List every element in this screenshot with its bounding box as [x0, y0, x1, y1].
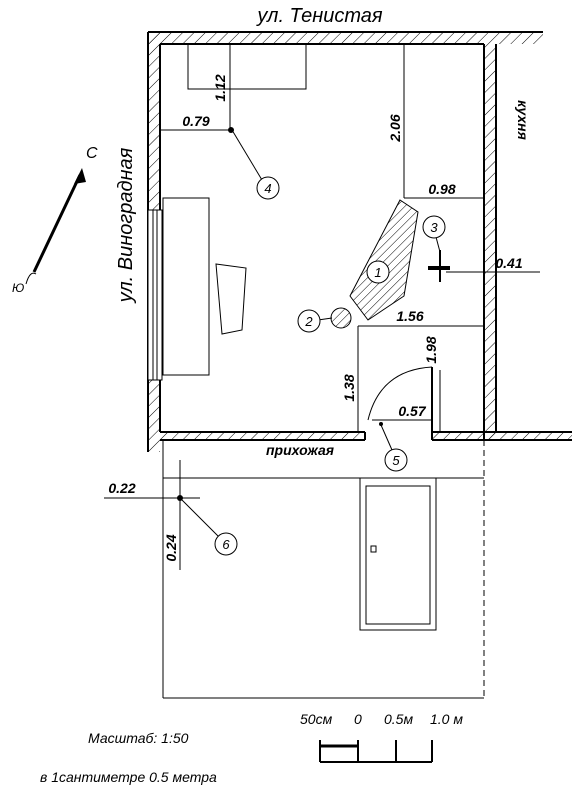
- marker-5-label: 5: [392, 453, 400, 468]
- dim-2-06: 2.06: [387, 114, 403, 142]
- room-hallway-label: прихожая: [266, 442, 334, 458]
- body-outline: [349, 199, 419, 321]
- object-2-mark: [330, 307, 352, 329]
- door: [367, 366, 433, 432]
- dim-0-98: 0.98: [428, 181, 455, 197]
- marker-2: 2: [297, 309, 333, 333]
- dim-0-41: 0.41: [495, 255, 522, 271]
- marker-4-label: 4: [264, 181, 271, 196]
- room-kitchen-label: кухня: [515, 100, 531, 140]
- compass-north-label: С: [86, 145, 98, 162]
- street-left-label: ул. Виноградная: [115, 147, 137, 304]
- scale-bar: [319, 740, 433, 763]
- dim-0-24: 0.24: [163, 534, 179, 561]
- dim-1-38: 1.38: [341, 374, 357, 401]
- marker-4: 4: [228, 127, 280, 200]
- scale-label-05: 0.5м: [384, 711, 413, 727]
- marker-1-label: 1: [374, 265, 381, 280]
- compass: [25, 168, 86, 285]
- cabinet: [187, 43, 307, 90]
- dim-1-12: 1.12: [212, 74, 228, 101]
- dimension-lines: [104, 44, 540, 570]
- sofa: [162, 197, 210, 376]
- window: [147, 209, 163, 381]
- marker-6: 6: [177, 495, 238, 556]
- marker-6-label: 6: [222, 537, 230, 552]
- compass-south-label: Ю: [12, 281, 24, 295]
- dim-1-98: 1.98: [423, 336, 439, 363]
- scale-text: Масштаб: 1:50: [88, 730, 189, 746]
- street-top-label: ул. Тенистая: [255, 5, 383, 27]
- scale-label-10: 1.0 м: [430, 711, 463, 727]
- outer-walls: [147, 31, 572, 452]
- marker-2-label: 2: [304, 314, 313, 329]
- object-3-mark: [428, 250, 450, 282]
- marker-3-label: 3: [430, 220, 438, 235]
- dim-0-79: 0.79: [182, 113, 209, 129]
- marker-5: 5: [379, 422, 408, 472]
- marker-1: 1: [366, 260, 390, 284]
- scale-label-0: 0: [354, 711, 362, 727]
- dim-1-56: 1.56: [396, 308, 423, 324]
- marker-3: 3: [422, 215, 446, 253]
- dim-0-22: 0.22: [108, 480, 135, 496]
- lower-area: [162, 440, 485, 699]
- conversion-text: в 1сантиметре 0.5 метра: [40, 769, 217, 785]
- dim-0-57: 0.57: [398, 403, 426, 419]
- scale-label-50: 50см: [300, 711, 333, 727]
- table: [215, 263, 247, 335]
